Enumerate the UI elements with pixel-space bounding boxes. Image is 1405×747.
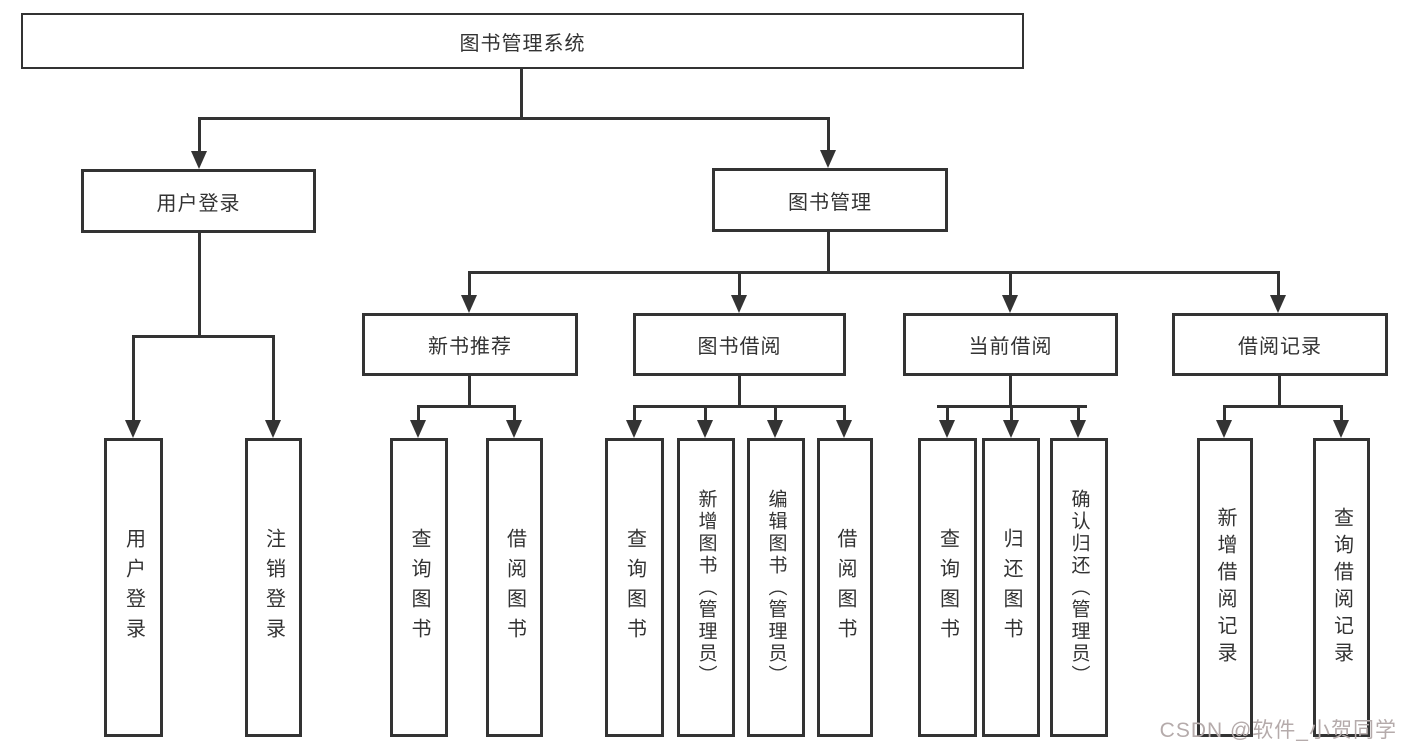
connector-line — [827, 117, 830, 153]
arrow-down-icon — [836, 420, 852, 438]
leaf-nb-query-books: 查询图书 — [390, 438, 448, 737]
node-borrow-records-label: 借阅记录 — [1238, 336, 1322, 358]
connector-line — [468, 376, 471, 407]
node-root-label: 图书管理系统 — [459, 32, 586, 55]
leaf-user-login-label: 用户登录 — [122, 527, 145, 648]
arrow-down-icon — [125, 420, 141, 438]
arrow-down-icon — [939, 420, 955, 438]
connector-line — [1278, 376, 1281, 407]
leaf-cb-return-books: 归还图书 — [982, 438, 1040, 737]
connector-line — [1010, 405, 1013, 423]
leaf-br-add-record: 新增借阅记录 — [1197, 438, 1253, 737]
watermark: CSDN @软件_小贺同学 — [1159, 719, 1397, 742]
node-current-borrow-label: 当前借阅 — [968, 336, 1053, 358]
connector-line — [1009, 271, 1012, 295]
arrow-down-icon — [1333, 420, 1349, 438]
connector-line — [513, 405, 516, 423]
arrow-down-icon — [1003, 420, 1019, 438]
node-root: 图书管理系统 — [21, 13, 1024, 69]
connector-line — [946, 405, 949, 423]
arrow-down-icon — [461, 295, 477, 313]
connector-line — [417, 405, 516, 408]
arrow-down-icon — [1270, 295, 1286, 313]
leaf-bb-edit-books-label: 编辑图书（管理员） — [765, 488, 787, 687]
node-user-login: 用户登录 — [81, 169, 316, 233]
connector-line — [633, 405, 845, 408]
arrow-down-icon — [767, 420, 783, 438]
connector-line — [1077, 405, 1080, 423]
connector-line — [738, 376, 741, 407]
arrow-down-icon — [820, 150, 836, 168]
connector-line — [132, 335, 273, 338]
arrow-down-icon — [506, 420, 522, 438]
arrow-down-icon — [265, 420, 281, 438]
leaf-cb-confirm-return: 确认归还（管理员） — [1050, 438, 1108, 737]
leaf-br-query-record-label: 查询借阅记录 — [1330, 506, 1353, 669]
node-book-borrow-label: 图书借阅 — [697, 336, 782, 358]
connector-line — [468, 271, 1280, 274]
connector-line — [1009, 376, 1012, 407]
node-book-management: 图书管理 — [712, 168, 948, 232]
connector-line — [1277, 271, 1280, 295]
leaf-nb-borrow-books-label: 借阅图书 — [503, 527, 526, 648]
leaf-bb-add-books: 新增图书（管理员） — [677, 438, 735, 737]
connector-line — [843, 405, 846, 423]
node-current-borrow: 当前借阅 — [903, 313, 1118, 376]
leaf-user-login: 用户登录 — [104, 438, 163, 737]
arrow-down-icon — [1070, 420, 1086, 438]
arrow-down-icon — [1002, 295, 1018, 313]
leaf-bb-borrow-books-label: 借阅图书 — [834, 527, 856, 648]
arrow-down-icon — [1216, 420, 1232, 438]
connector-line — [774, 405, 777, 423]
node-user-login-label: 用户登录 — [156, 192, 241, 215]
connector-line — [1223, 405, 1343, 408]
leaf-nb-query-books-label: 查询图书 — [408, 527, 430, 648]
connector-line — [468, 271, 471, 295]
leaf-cb-query-books: 查询图书 — [918, 438, 977, 737]
leaf-cb-confirm-return-label: 确认归还（管理员） — [1068, 488, 1090, 687]
leaf-bb-borrow-books: 借阅图书 — [817, 438, 873, 737]
node-borrow-records: 借阅记录 — [1172, 313, 1388, 376]
connector-line — [198, 117, 201, 153]
leaf-cb-return-books-label: 归还图书 — [1000, 527, 1022, 648]
arrow-down-icon — [697, 420, 713, 438]
leaf-logout-label: 注销登录 — [262, 527, 285, 648]
leaf-cb-query-books-label: 查询图书 — [936, 527, 959, 648]
arrow-down-icon — [410, 420, 426, 438]
leaf-br-add-record-label: 新增借阅记录 — [1214, 506, 1236, 669]
node-new-book-recommend-label: 新书推荐 — [428, 336, 512, 358]
leaf-bb-query-books-label: 查询图书 — [623, 527, 646, 648]
connector-line — [1340, 405, 1343, 423]
connector-line — [704, 405, 707, 423]
connector-line — [827, 232, 830, 274]
connector-line — [1223, 405, 1226, 423]
connector-line — [198, 117, 830, 120]
arrow-down-icon — [731, 295, 747, 313]
leaf-bb-query-books: 查询图书 — [605, 438, 664, 737]
arrow-down-icon — [191, 151, 207, 169]
leaf-bb-edit-books: 编辑图书（管理员） — [747, 438, 805, 737]
connector-line — [738, 271, 741, 295]
leaf-nb-borrow-books: 借阅图书 — [486, 438, 543, 737]
node-new-book-recommend: 新书推荐 — [362, 313, 578, 376]
connector-line — [198, 233, 201, 337]
connector-line — [132, 335, 135, 423]
connector-line — [633, 405, 636, 423]
connector-line — [417, 405, 420, 423]
connector-line — [520, 69, 523, 119]
leaf-br-query-record: 查询借阅记录 — [1313, 438, 1370, 737]
arrow-down-icon — [626, 420, 642, 438]
leaf-logout: 注销登录 — [245, 438, 302, 737]
leaf-bb-add-books-label: 新增图书（管理员） — [695, 488, 717, 687]
node-book-management-label: 图书管理 — [788, 191, 872, 214]
node-book-borrow: 图书借阅 — [633, 313, 846, 376]
connector-line — [272, 335, 275, 423]
